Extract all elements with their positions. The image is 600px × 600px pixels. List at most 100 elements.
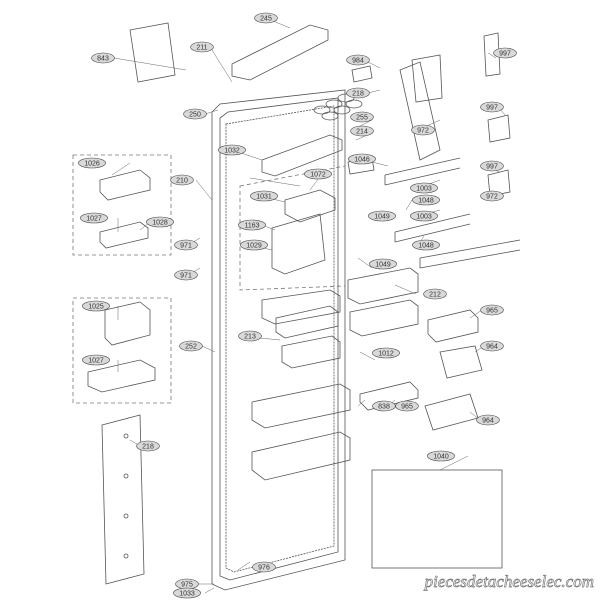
hinge-plate xyxy=(411,54,443,103)
part-label-bubble xyxy=(480,101,504,113)
part-label-text: 214 xyxy=(356,129,368,136)
part-label: 1029 xyxy=(240,239,268,251)
part-label-text: 997 xyxy=(499,51,511,58)
part-label-text: 971 xyxy=(180,243,192,250)
part-label: 1003 xyxy=(410,182,438,194)
part-label-text: 245 xyxy=(260,16,272,23)
part-label-text: 1048 xyxy=(418,198,434,205)
part-label-text: 1033 xyxy=(179,591,195,598)
part-label: 1027 xyxy=(80,212,108,224)
part-label-text: 972 xyxy=(417,128,429,135)
part-label-text: 972 xyxy=(486,194,498,201)
part-label-bubble xyxy=(174,239,198,251)
part-label-bubble xyxy=(395,400,419,412)
part-label-bubble xyxy=(350,111,374,123)
part-label-bubble xyxy=(174,269,198,281)
part-label: 218 xyxy=(136,440,160,452)
part-label: 1049 xyxy=(369,258,397,270)
part-label-text: 212 xyxy=(429,292,441,299)
part-label: 1031 xyxy=(250,190,278,202)
part-label-text: 1027 xyxy=(86,216,102,223)
door-bin-4 xyxy=(251,383,351,429)
module-1025 xyxy=(104,301,151,346)
top-shelf xyxy=(261,134,343,177)
part-label: 212 xyxy=(423,288,447,300)
hinge-strip xyxy=(101,414,145,585)
part-label: 984 xyxy=(346,54,370,66)
part-label: 975 xyxy=(175,578,199,590)
dispenser-lid xyxy=(284,189,336,223)
left-box-lower xyxy=(72,297,172,404)
part-label-text: 1027 xyxy=(88,358,104,365)
part-label-bubble xyxy=(480,160,504,172)
part-label-text: 218 xyxy=(142,444,154,451)
part-label-text: 1028 xyxy=(152,220,168,227)
part-label-bubble xyxy=(218,144,246,156)
right-bins xyxy=(347,267,419,305)
part-label-text: 1012 xyxy=(378,351,394,358)
part-label-text: 252 xyxy=(185,344,197,351)
part-label: 250 xyxy=(183,108,207,120)
part-label-text: 1032 xyxy=(224,148,240,155)
part-label-text: 211 xyxy=(196,45,207,52)
part-label-bubble xyxy=(346,87,370,99)
part-label-bubble xyxy=(183,108,207,120)
top-right-bracket xyxy=(483,32,501,77)
part-label-text: 1046 xyxy=(354,157,370,164)
part-label-bubble xyxy=(173,587,201,599)
part-label-bubble xyxy=(304,168,332,180)
part-label: 976 xyxy=(252,561,276,573)
part-label: 252 xyxy=(179,340,203,352)
part-label-text: 1025 xyxy=(88,304,104,311)
part-label-bubble xyxy=(346,54,370,66)
part-label-bubble xyxy=(252,561,276,573)
dispenser-tank xyxy=(271,213,326,275)
part-label-bubble xyxy=(136,440,160,452)
part-label-text: 1163 xyxy=(244,223,259,230)
part-label: 997 xyxy=(480,101,504,113)
part-label: 1046 xyxy=(348,153,376,165)
part-label: 1163 xyxy=(238,219,266,231)
top-cap xyxy=(231,24,329,81)
part-label-bubble xyxy=(78,157,106,169)
part-label-text: 1048 xyxy=(418,243,434,250)
part-label-text: 971 xyxy=(180,273,192,280)
hole xyxy=(123,553,129,559)
part-label: 1027 xyxy=(82,354,110,366)
part-label-text: 1040 xyxy=(433,454,449,461)
part-label-bubble xyxy=(146,216,174,228)
part-label: 245 xyxy=(254,12,278,24)
part-label-bubble xyxy=(411,124,435,136)
part-label: 211 xyxy=(190,41,214,53)
part-label: 1025 xyxy=(82,300,110,312)
part-label: 1048 xyxy=(412,239,440,251)
part-label-bubble xyxy=(238,330,262,342)
part-label-bubble xyxy=(410,210,438,222)
part-label: 214 xyxy=(350,125,374,137)
part-label-bubble xyxy=(82,300,110,312)
part-label: 972 xyxy=(480,190,504,202)
part-label: 964 xyxy=(480,340,504,352)
part-label-text: 843 xyxy=(97,56,109,63)
part-label-bubble xyxy=(493,47,517,59)
part-label-bubble xyxy=(91,52,115,64)
left-box-upper xyxy=(72,154,172,256)
part-label-bubble xyxy=(254,12,278,24)
part-label-text: 218 xyxy=(352,91,364,98)
part-label-text: 965 xyxy=(486,308,498,315)
part-label-bubble xyxy=(423,288,447,300)
part-label-text: 964 xyxy=(486,344,498,351)
door-bin-2 xyxy=(275,305,339,339)
grid-tray xyxy=(87,359,156,393)
part-label: 210 xyxy=(170,174,194,186)
parts-drawing xyxy=(72,17,521,594)
door-gasket xyxy=(225,105,335,573)
kit-box-1040 xyxy=(371,469,503,569)
part-label: 218 xyxy=(346,87,370,99)
part-label-text: 255 xyxy=(356,115,368,122)
part-label: 997 xyxy=(493,47,517,59)
part-label-text: 1049 xyxy=(375,262,391,269)
